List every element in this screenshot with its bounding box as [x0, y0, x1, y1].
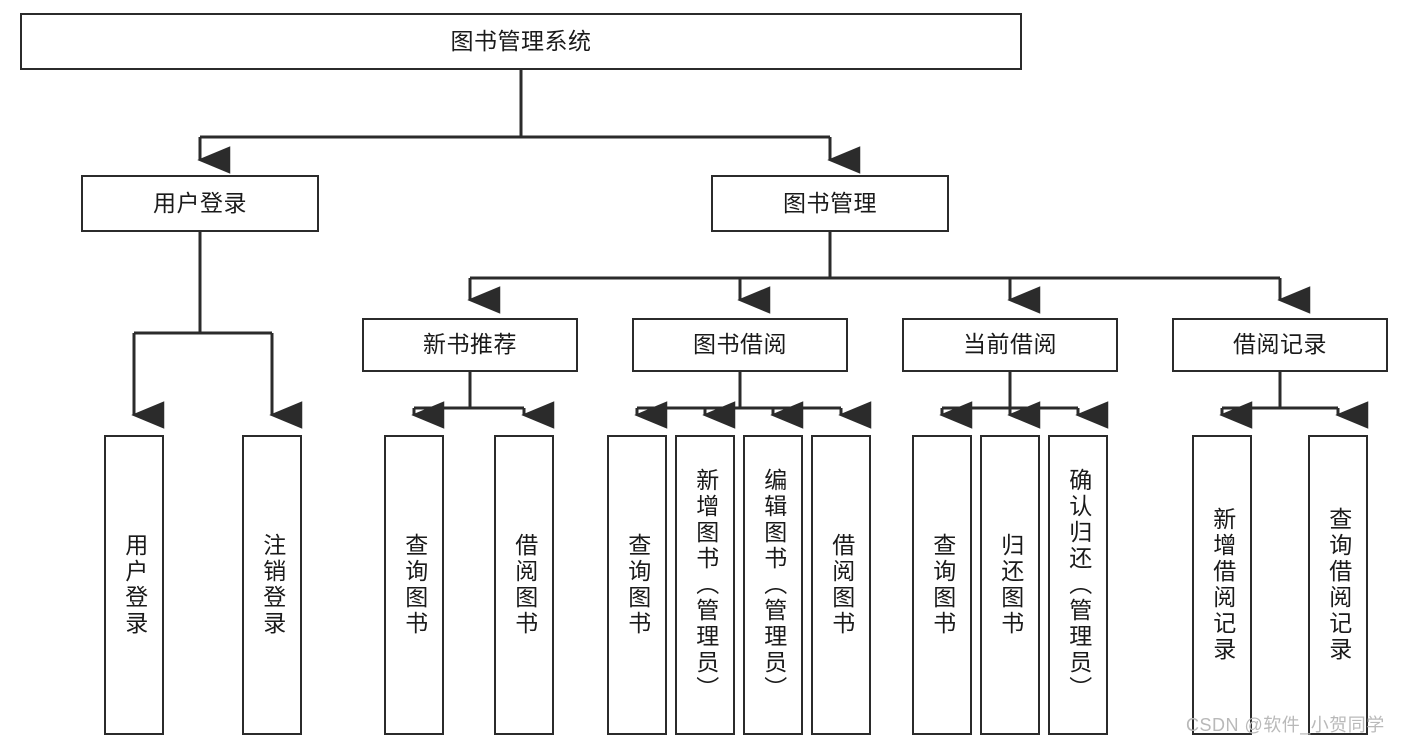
node-label: 用户登录: [153, 189, 247, 216]
node-label: 借阅图书: [828, 533, 855, 637]
node-label: 查询借阅记录: [1325, 507, 1352, 663]
leaf-user-login-login[interactable]: 用户登录: [104, 435, 164, 735]
leaf-borrow-record-add-record[interactable]: 新增借阅记录: [1192, 435, 1252, 735]
node-current-borrow[interactable]: 当前借阅: [902, 318, 1118, 372]
node-label: 归还图书: [997, 533, 1024, 637]
node-label: 借阅记录: [1233, 331, 1327, 358]
node-label: 查询图书: [624, 533, 651, 637]
node-root-book-management-system[interactable]: 图书管理系统: [20, 13, 1022, 70]
leaf-book-borrow-add-book-admin[interactable]: 新增图书（管理员）: [675, 435, 735, 735]
node-label: 查询图书: [401, 533, 428, 637]
leaf-user-login-logout[interactable]: 注销登录: [242, 435, 302, 735]
watermark-csdn: CSDN @软件_小贺同学: [1186, 715, 1385, 735]
leaf-book-borrow-query-book[interactable]: 查询图书: [607, 435, 667, 735]
node-label: 借阅图书: [511, 533, 538, 637]
leaf-book-borrow-edit-book-admin[interactable]: 编辑图书（管理员）: [743, 435, 803, 735]
leaf-current-borrow-confirm-return-admin[interactable]: 确认归还（管理员）: [1048, 435, 1108, 735]
leaf-book-borrow-borrow-book[interactable]: 借阅图书: [811, 435, 871, 735]
node-label: 注销登录: [259, 533, 286, 637]
node-book-borrow[interactable]: 图书借阅: [632, 318, 848, 372]
node-label: 新增借阅记录: [1209, 507, 1236, 663]
node-label: 确认归还（管理员）: [1065, 468, 1092, 702]
node-new-book-recommend[interactable]: 新书推荐: [362, 318, 578, 372]
leaf-current-borrow-query-book[interactable]: 查询图书: [912, 435, 972, 735]
node-label: 新增图书（管理员）: [692, 468, 719, 702]
node-label: 图书管理系统: [450, 27, 592, 54]
node-label: 编辑图书（管理员）: [760, 468, 787, 702]
node-borrow-record[interactable]: 借阅记录: [1172, 318, 1388, 372]
leaf-new-book-borrow-book[interactable]: 借阅图书: [494, 435, 554, 735]
node-label: 当前借阅: [963, 331, 1057, 358]
node-book-management[interactable]: 图书管理: [711, 175, 949, 232]
node-user-login[interactable]: 用户登录: [81, 175, 319, 232]
leaf-new-book-query-book[interactable]: 查询图书: [384, 435, 444, 735]
leaf-current-borrow-return-book[interactable]: 归还图书: [980, 435, 1040, 735]
node-label: 新书推荐: [423, 331, 517, 358]
node-label: 图书管理: [783, 189, 877, 216]
node-label: 用户登录: [121, 533, 148, 637]
leaf-borrow-record-query-record[interactable]: 查询借阅记录: [1308, 435, 1368, 735]
node-label: 图书借阅: [693, 331, 787, 358]
node-label: 查询图书: [929, 533, 956, 637]
